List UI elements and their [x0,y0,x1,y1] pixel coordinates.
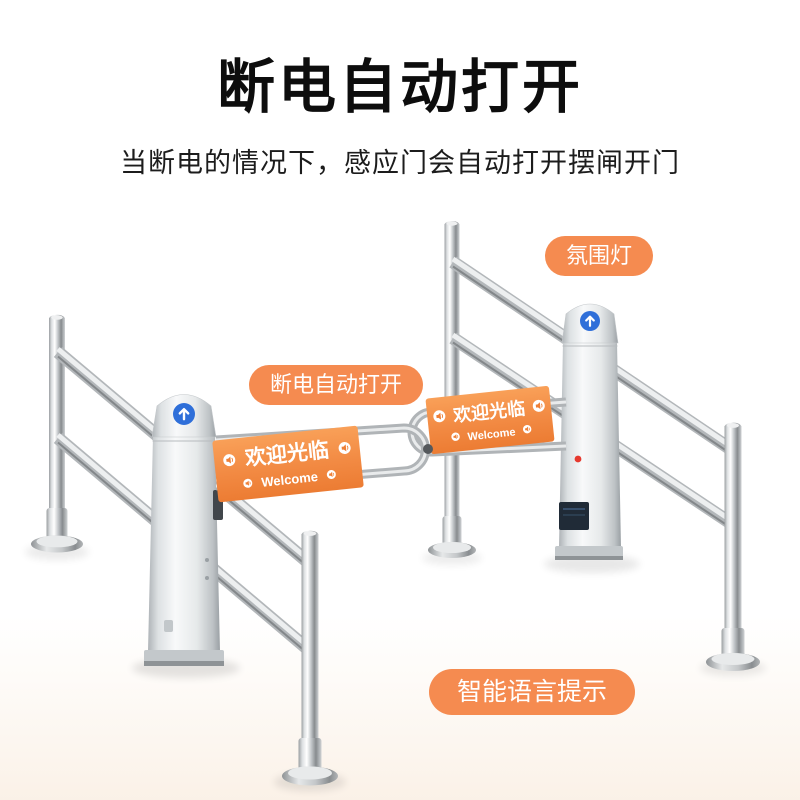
banner-text-en: Welcome [467,426,516,443]
brand-mark [164,620,173,632]
display-screen [559,502,589,530]
floor [0,615,800,800]
screw-dot [205,576,209,580]
callout-power-off-auto-open: 断电自动打开 [249,365,424,406]
screw-dot [205,558,209,562]
callout-ambient-light: 氛围灯 [545,236,654,277]
left-gate-pillar [132,394,240,678]
indicator-light [574,455,582,463]
page-title: 断电自动打开 [216,55,583,120]
arm-hinge [423,444,433,454]
welcome-banner-left: 欢迎光临 Welcome [212,425,364,503]
callout-smart-voice-prompt: 智能语言提示 [429,669,636,715]
left-swing-arm [215,423,433,491]
page-subtitle: 当断电的情况下，感应门会自动打开摆闸开门 [120,148,680,178]
up-arrow-icon [173,403,195,425]
banner-text-en: Welcome [261,469,319,490]
up-arrow-icon [580,311,600,331]
welcome-banner-right: 欢迎光临 Welcome [425,385,555,455]
right-gate-pillar [544,303,640,573]
